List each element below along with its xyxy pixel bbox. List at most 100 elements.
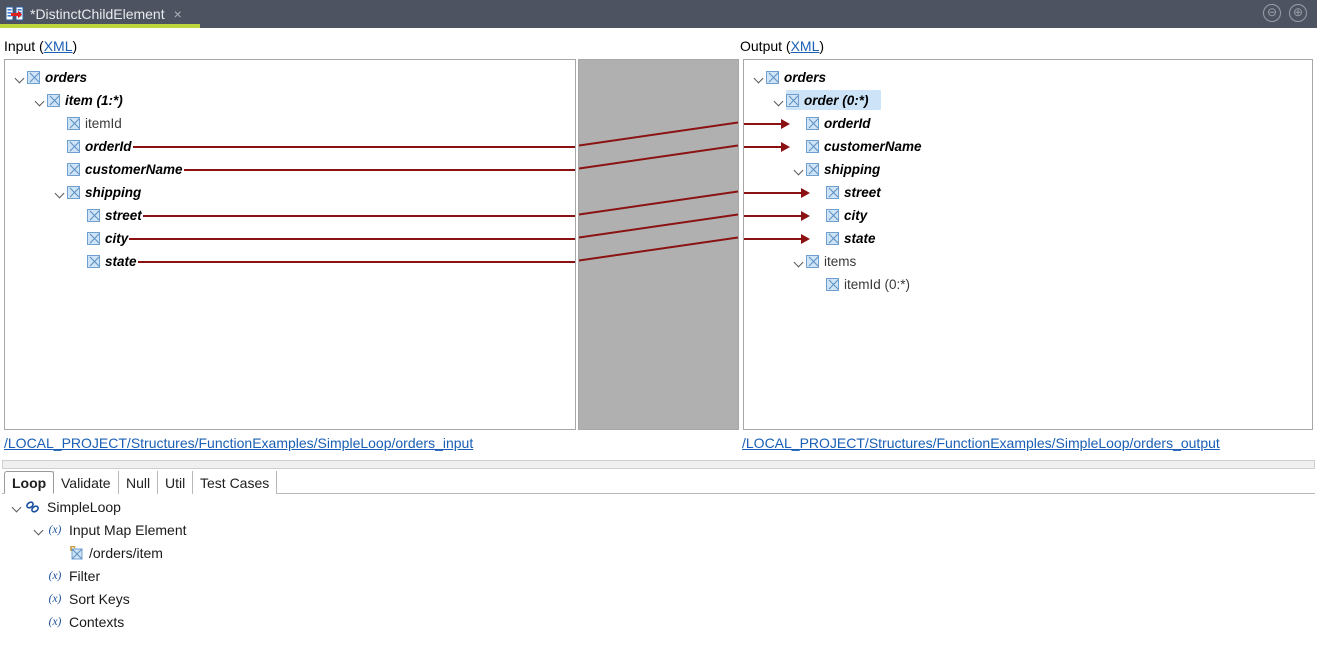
mapping-arrow-head-icon xyxy=(801,187,810,198)
element-checkbox-icon[interactable] xyxy=(27,71,40,84)
chevron-down-icon[interactable] xyxy=(752,71,766,85)
mapping-arrow-head-icon xyxy=(801,233,810,244)
input-tree-row[interactable]: state xyxy=(73,250,137,273)
output-tree-row[interactable]: itemId (0:*) xyxy=(812,273,910,296)
chevron-down-icon[interactable] xyxy=(792,255,806,269)
mapping-arrow-line[interactable] xyxy=(744,214,801,217)
tree-indent-spacer xyxy=(792,140,806,154)
output-tree-row[interactable]: orderId xyxy=(792,112,871,135)
loop-tree-row[interactable]: (x)Filter xyxy=(32,564,101,587)
chevron-down-icon[interactable] xyxy=(792,163,806,177)
input-tree-row[interactable]: orders xyxy=(13,66,87,89)
tab-loop[interactable]: Loop xyxy=(4,471,55,494)
mapping-arrow-line[interactable] xyxy=(744,145,781,148)
output-tree-row[interactable]: shipping xyxy=(792,158,880,181)
output-tree-row[interactable]: state xyxy=(812,227,876,250)
element-checkbox-icon[interactable] xyxy=(67,163,80,176)
input-tree-row[interactable]: customerName xyxy=(53,158,183,181)
tree-indent-spacer xyxy=(792,117,806,131)
active-tab-accent xyxy=(0,24,200,28)
input-tree-row[interactable]: street xyxy=(73,204,142,227)
tree-indent-spacer xyxy=(73,232,87,246)
input-tree-node-label: street xyxy=(105,208,142,223)
element-checkbox-icon[interactable] xyxy=(826,186,839,199)
tab-label: Loop xyxy=(12,474,47,491)
function-icon: (x) xyxy=(48,615,62,628)
element-checkbox-icon[interactable] xyxy=(806,140,819,153)
tree-indent-spacer xyxy=(53,117,67,131)
input-tree-row[interactable]: item (1:*) xyxy=(33,89,123,112)
output-structure-path-link[interactable]: /LOCAL_PROJECT/Structures/FunctionExampl… xyxy=(742,435,1220,451)
output-tree-row[interactable]: order (0:*) xyxy=(772,89,869,112)
loop-tree-row[interactable]: (x) Contexts xyxy=(32,610,125,633)
input-tree-row[interactable]: shipping xyxy=(53,181,141,204)
loop-tree-row[interactable]: /orders/item xyxy=(54,541,163,564)
output-tree-row[interactable]: customerName xyxy=(792,135,922,158)
mapping-connector-line[interactable] xyxy=(579,190,738,216)
close-icon[interactable]: × xyxy=(173,6,182,22)
element-checkbox-icon[interactable] xyxy=(806,117,819,130)
element-checkbox-icon[interactable] xyxy=(806,163,819,176)
mapping-lead-line[interactable] xyxy=(143,214,575,217)
mapping-arrow-line[interactable] xyxy=(744,122,781,125)
output-xml-link[interactable]: XML xyxy=(790,38,820,54)
element-checkbox-icon[interactable] xyxy=(87,255,100,268)
element-checkbox-icon[interactable] xyxy=(766,71,779,84)
tab-util[interactable]: Util xyxy=(157,471,194,494)
maximize-icon[interactable]: ⊕ xyxy=(1289,4,1307,22)
element-checkbox-icon[interactable] xyxy=(47,94,60,107)
input-tree-row[interactable]: city xyxy=(73,227,128,250)
loop-tree-row[interactable]: (x)Sort Keys xyxy=(32,587,130,610)
tree-indent-spacer xyxy=(54,546,68,560)
element-checkbox-icon[interactable] xyxy=(67,140,80,153)
mapping-connector-line[interactable] xyxy=(579,236,738,262)
chevron-down-icon[interactable] xyxy=(53,186,67,200)
element-checkbox-icon[interactable] xyxy=(87,232,100,245)
minimize-icon[interactable]: ⊖ xyxy=(1263,4,1281,22)
element-checkbox-icon[interactable] xyxy=(826,278,839,291)
mapping-connector-line[interactable] xyxy=(579,144,738,170)
tab-test-cases[interactable]: Test Cases xyxy=(192,471,278,494)
mapping-lead-line[interactable] xyxy=(133,145,575,148)
tab-null[interactable]: Null xyxy=(118,471,159,494)
element-checkbox-icon[interactable] xyxy=(67,186,80,199)
mapping-canvas-panel[interactable] xyxy=(578,59,739,430)
mapping-lead-line[interactable] xyxy=(184,168,575,171)
chevron-down-icon[interactable] xyxy=(33,94,47,108)
mapping-connector-line[interactable] xyxy=(579,213,738,239)
element-checkbox-icon[interactable] xyxy=(786,94,799,107)
output-tree-row[interactable]: street xyxy=(812,181,881,204)
mapping-lines-canvas xyxy=(579,121,738,262)
element-checkbox-icon[interactable] xyxy=(87,209,100,222)
loop-tree-row[interactable]: (x)Input Map Element xyxy=(32,518,187,541)
loop-tree-row[interactable]: SimpleLoop xyxy=(10,495,121,518)
mapping-arrow-line[interactable] xyxy=(744,237,801,240)
mapping-lead-line[interactable] xyxy=(129,237,575,240)
tab-validate[interactable]: Validate xyxy=(53,471,119,494)
element-checkbox-icon[interactable] xyxy=(67,117,80,130)
editor-tab-distinctchildelement[interactable]: *DistinctChildElement × xyxy=(0,0,193,28)
chevron-down-icon[interactable] xyxy=(13,71,27,85)
output-tree-row[interactable]: items xyxy=(792,250,856,273)
mapping-arrow-line[interactable] xyxy=(744,191,801,194)
chevron-down-icon[interactable] xyxy=(772,94,786,108)
chevron-down-icon[interactable] xyxy=(10,500,24,514)
mapping-lead-line[interactable] xyxy=(138,260,575,263)
input-xml-link[interactable]: XML xyxy=(43,38,73,54)
loop-details-tree[interactable]: SimpleLoop(x)Input Map Element/orders/it… xyxy=(0,495,1317,649)
input-structure-path-link[interactable]: /LOCAL_PROJECT/Structures/FunctionExampl… xyxy=(4,435,474,451)
chevron-down-icon[interactable] xyxy=(32,523,46,537)
input-tree-row[interactable]: orderId xyxy=(53,135,132,158)
output-tree-row[interactable]: city xyxy=(812,204,867,227)
input-tree-row[interactable]: itemId xyxy=(53,112,122,135)
element-checkbox-icon[interactable] xyxy=(806,255,819,268)
mapping-editor-icon xyxy=(5,6,24,22)
element-checkbox-icon[interactable] xyxy=(826,232,839,245)
element-checkbox-icon[interactable] xyxy=(826,209,839,222)
output-tree-row[interactable]: orders xyxy=(752,66,826,89)
panel-sash-divider[interactable] xyxy=(2,460,1315,469)
loop-tree-node-label: Contexts xyxy=(69,613,125,630)
mapping-connector-line[interactable] xyxy=(579,121,738,147)
